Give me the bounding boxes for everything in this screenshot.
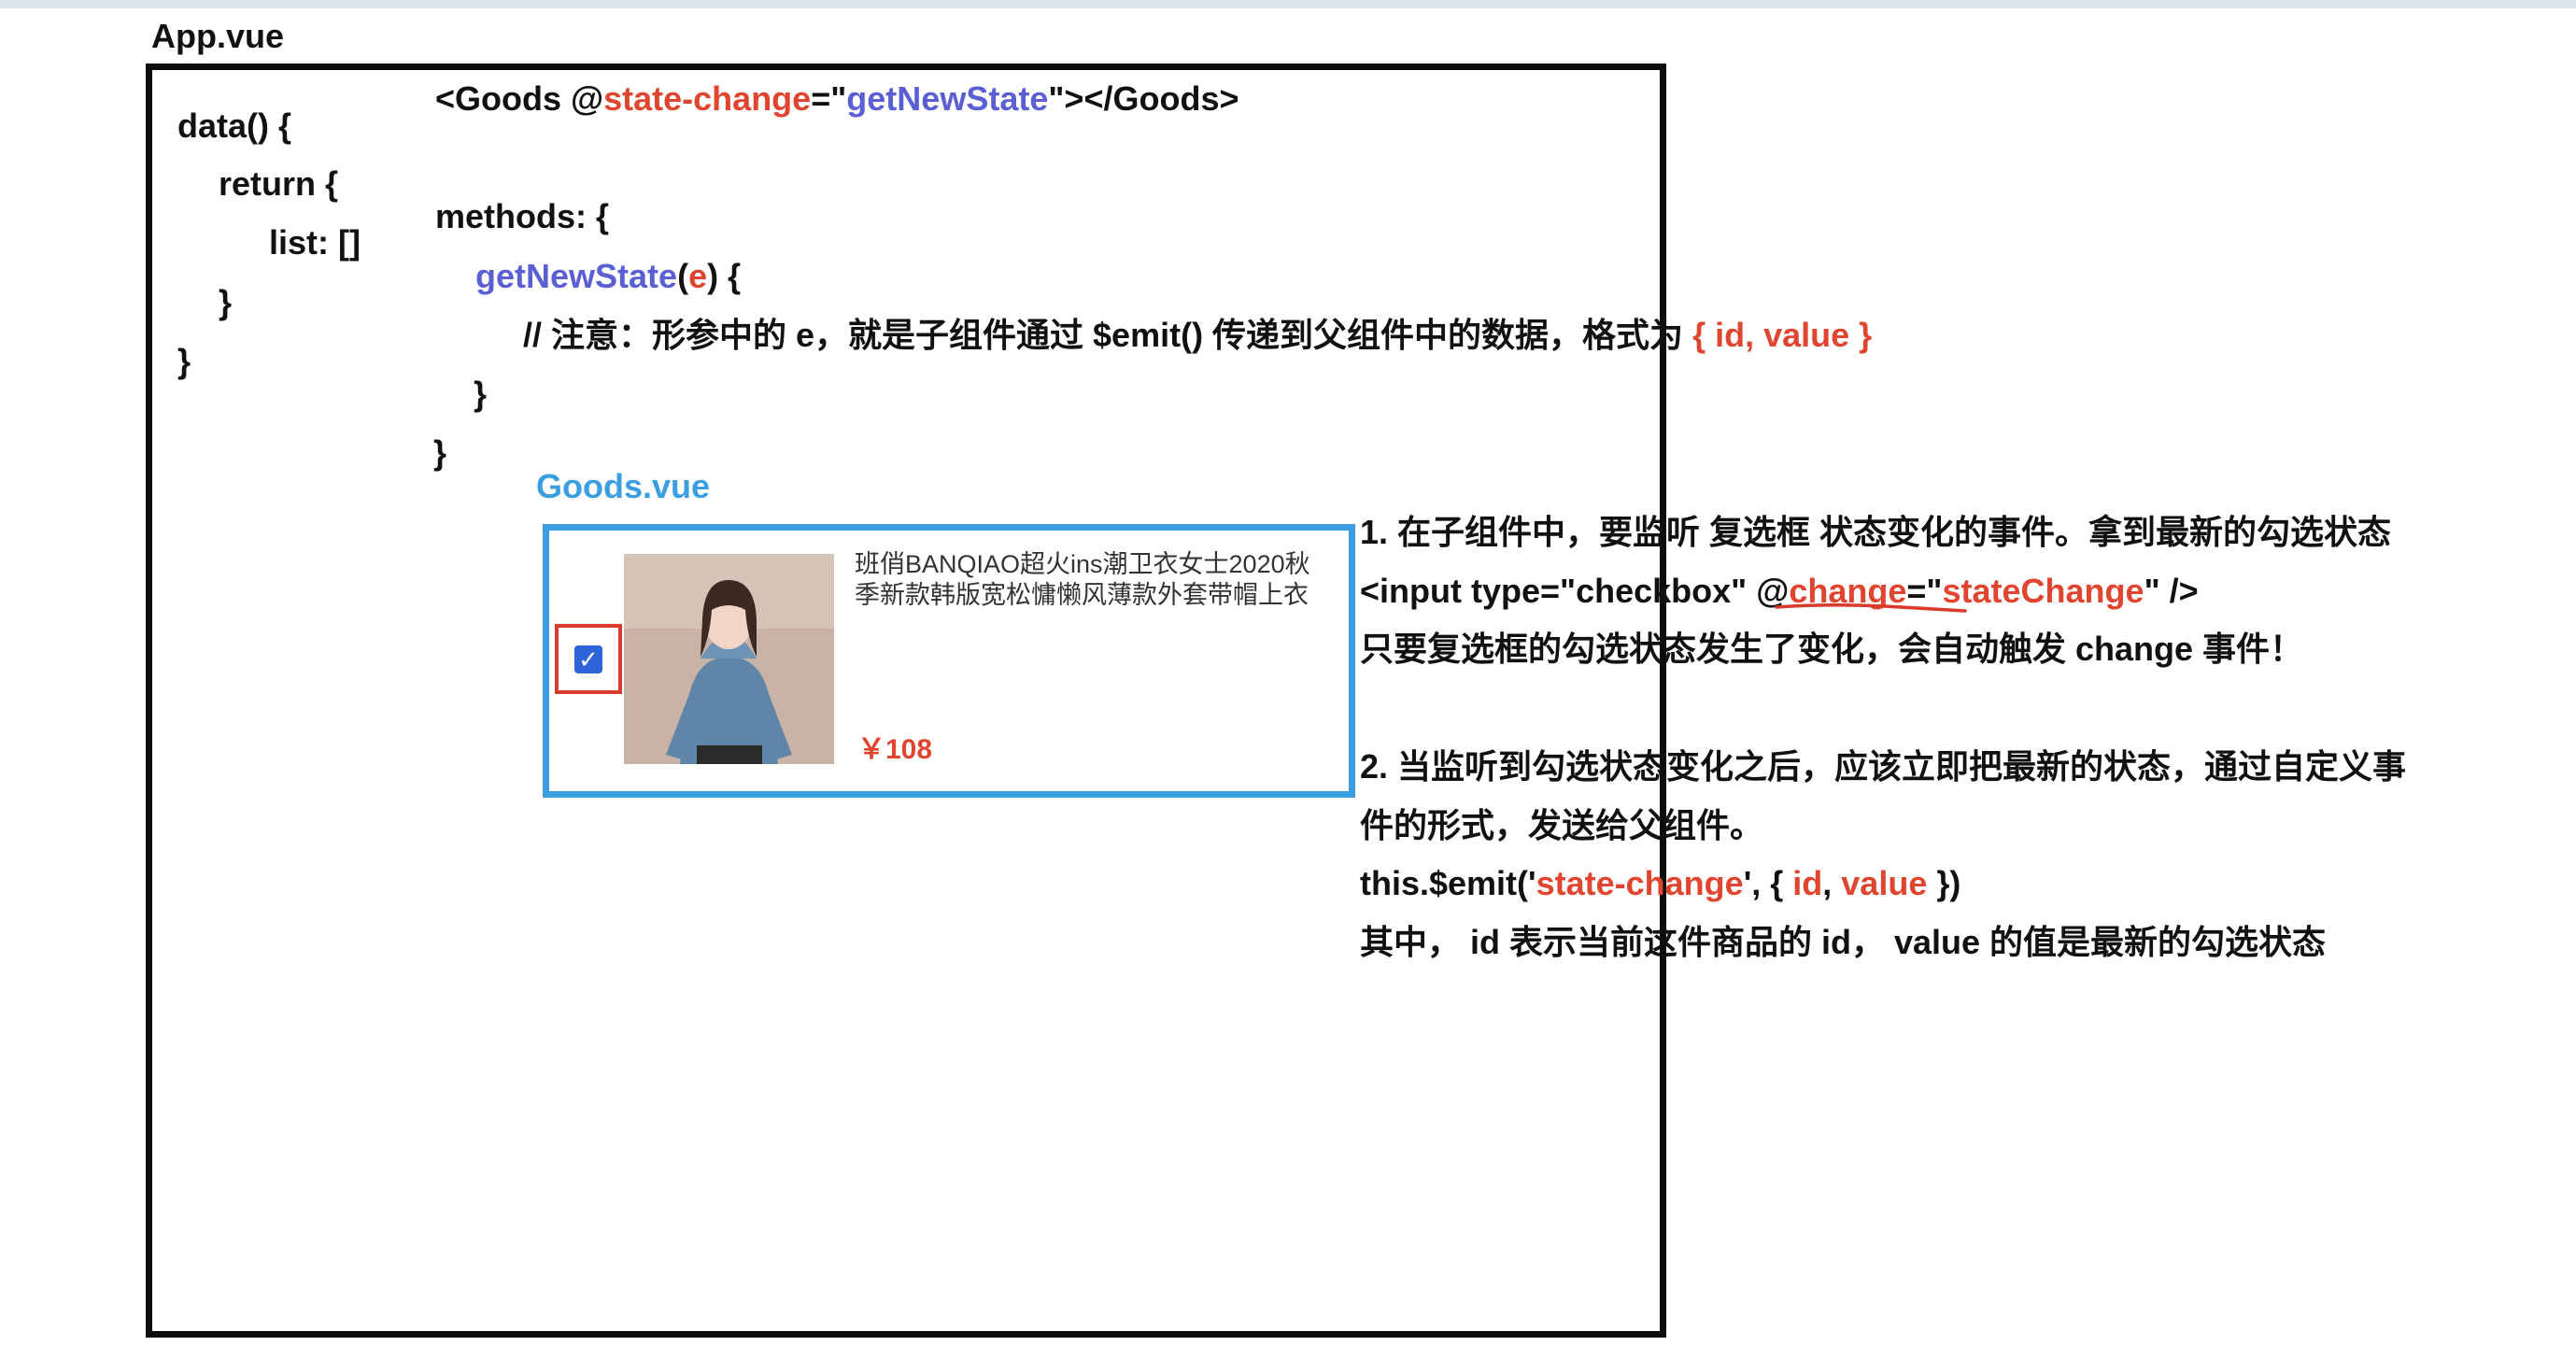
return-close-line: } [219,283,233,321]
change-underline-annotation [1775,602,1967,613]
goods-checkbox[interactable]: ✓ [574,645,602,673]
data-close-line: } [177,342,191,380]
step1-line1: 1. 在子组件中，要监听 复选框 状态变化的事件。拿到最新的勾选状态 [1360,513,2392,551]
goods-tag-close: "></Goods> [1048,79,1239,118]
emit-event: state-change [1536,864,1744,902]
goods-tag-line: <Goods @state-change="getNewState"></Goo… [435,78,1239,120]
emit-suffix: }) [1927,864,1961,902]
goods-tag-open: <Goods @ [435,79,604,118]
method-paren-close: ) { [707,257,742,295]
method-close-line: } [474,375,488,413]
step2-line1: 2. 当监听到勾选状态变化之后，应该立即把最新的状态，通过自定义事 [1360,747,2407,786]
comment-format: { id, value } [1692,316,1873,354]
step2-line4: 其中， id 表示当前这件商品的 id， value 的值是最新的勾选状态 [1360,923,2327,961]
product-title: 班俏BANQIAO超火ins潮卫衣女士2020秋季新款韩版宽松慵懒风薄款外套带帽… [855,550,1310,609]
comment-line: // 注意：形参中的 e，就是子组件通过 $emit() 传递到父组件中的数据，… [523,315,1872,356]
emit-comma: , [1822,864,1842,902]
emit-value: value [1841,864,1928,902]
methods-close-line: } [433,433,447,472]
method-name: getNewState [475,257,678,295]
checkbox-highlight: ✓ [555,624,622,694]
goods-tag-handler: getNewState [846,79,1049,118]
emit-id: id [1792,864,1823,902]
method-param: e [688,257,708,295]
methods-open-line: methods: { [435,197,610,235]
step1-code-handler: stateChange [1942,572,2144,610]
method-signature-line: getNewState(e) { [475,256,741,297]
step1-code-open: <input type="checkbox" @ [1360,572,1790,610]
step1-code-eq: =" [1906,572,1943,610]
app-vue-title: App.vue [151,17,285,55]
return-open-line: return { [219,164,339,203]
goods-tag-event: state-change [603,79,812,118]
emit-prefix: this.$emit(' [1360,864,1536,902]
goods-tag-eq: =" [811,79,847,118]
product-image [624,554,834,764]
step1-code-line: <input type="checkbox" @change="stateCha… [1360,571,2199,612]
top-border-strip [0,0,2576,8]
product-price: ￥108 [857,734,933,765]
emit-mid: ', { [1743,864,1793,902]
comment-text: // 注意：形参中的 e，就是子组件通过 $emit() 传递到父组件中的数据，… [523,316,1693,354]
step2-line2: 件的形式，发送给父组件。 [1360,806,1764,844]
data-open-line: data() { [177,106,292,145]
list-line: list: [] [269,223,361,262]
goods-vue-title: Goods.vue [536,467,711,505]
step1-code-close: " /> [2144,572,2199,610]
emit-code-line: this.$emit('state-change', { id, value }… [1360,863,1960,904]
step1-line3: 只要复选框的勾选状态发生了变化，会自动触发 change 事件！ [1360,630,2304,668]
app-vue-frame [146,64,1666,1338]
method-paren-open: ( [677,257,689,295]
